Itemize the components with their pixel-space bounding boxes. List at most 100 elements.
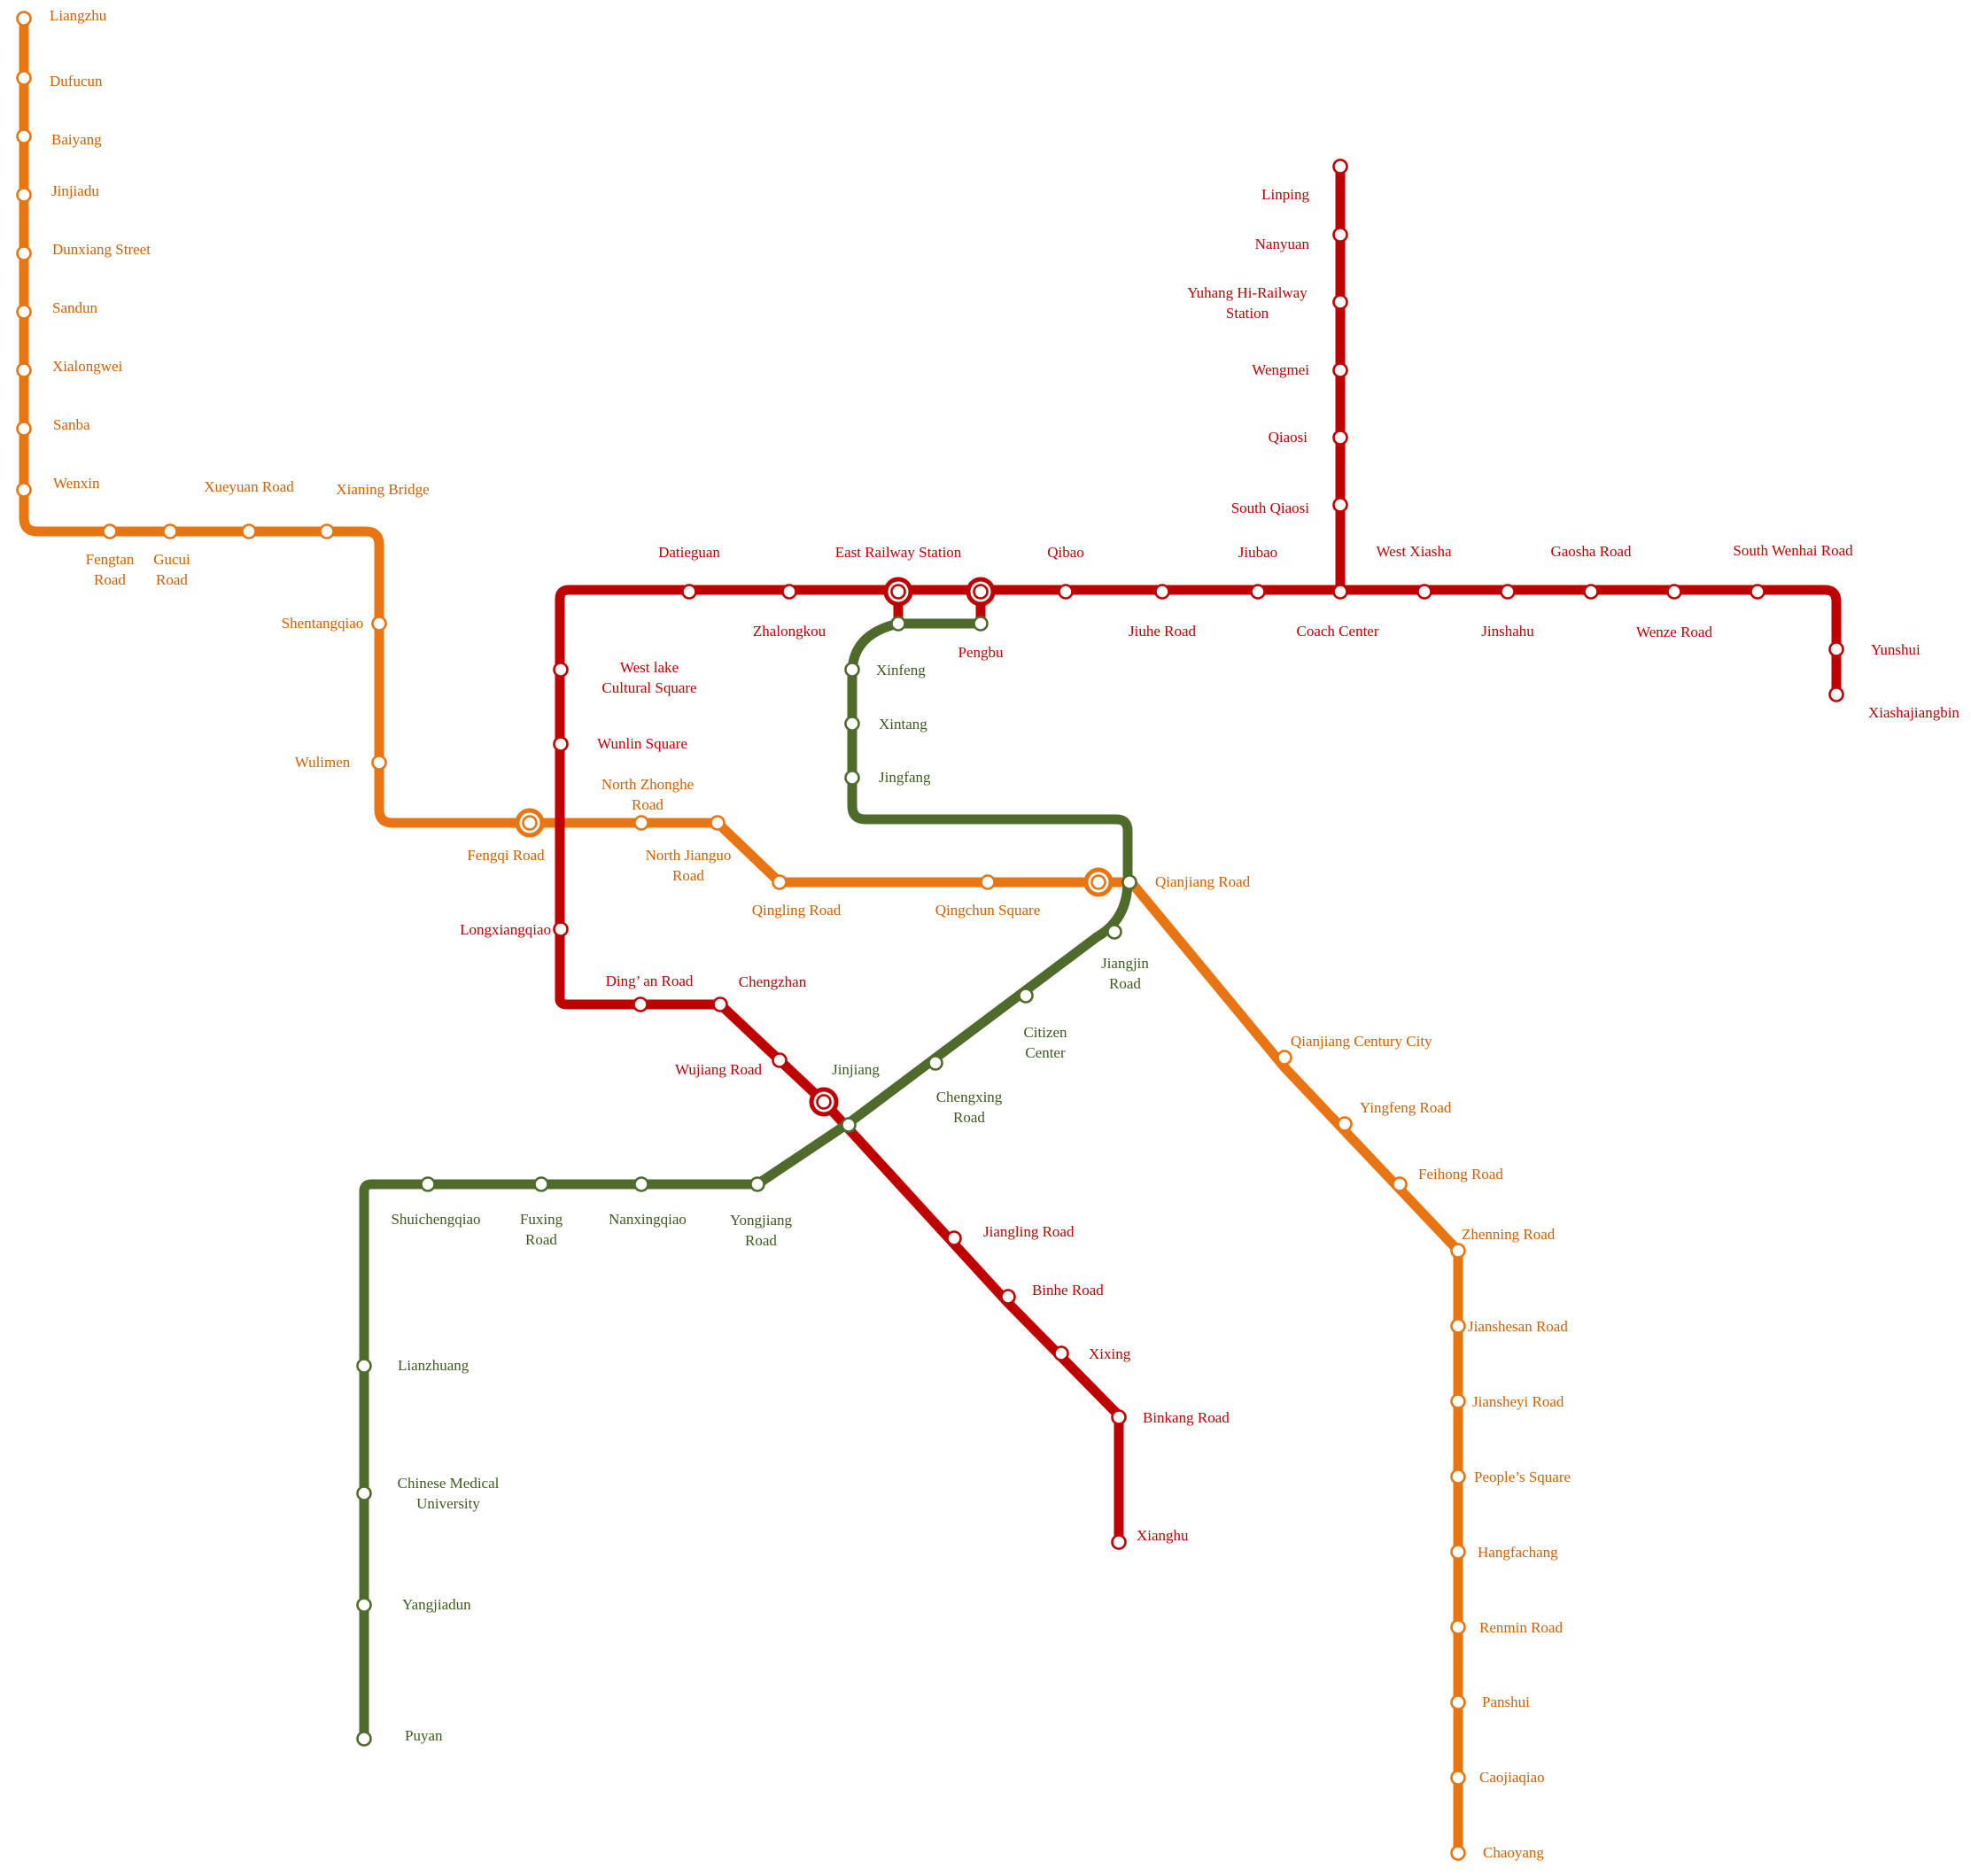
station-marker-binhe[interactable]: [1000, 1289, 1016, 1305]
station-marker-jiuhe[interactable]: [1154, 584, 1170, 600]
station-marker-qianjiang_green[interactable]: [1121, 874, 1137, 890]
station-marker-yunshui[interactable]: [1828, 641, 1844, 657]
station-marker-liangzhu[interactable]: [16, 11, 32, 27]
station-marker-dingan[interactable]: [632, 996, 648, 1012]
station-label-line: Yongjiang: [730, 1212, 793, 1229]
station-marker-jiangling[interactable]: [946, 1230, 962, 1246]
station-marker-wulimen[interactable]: [371, 755, 387, 771]
station-marker-xinfeng[interactable]: [844, 662, 860, 678]
station-marker-jiubao[interactable]: [1250, 584, 1266, 600]
station-marker-jinjiang[interactable]: [841, 1117, 857, 1133]
station-marker-coach_center[interactable]: [1332, 584, 1348, 600]
station-marker-nanxingqiao[interactable]: [633, 1176, 649, 1192]
station-label-jingfang: Jingfang: [879, 769, 931, 786]
station-label-binhe: Binhe Road: [1032, 1282, 1104, 1298]
station-marker-xianing[interactable]: [319, 523, 335, 539]
station-label-line: Xiashajiangbin: [1868, 704, 1959, 721]
station-label-line: Yingfeng Road: [1360, 1099, 1452, 1116]
station-marker-north_zhonghe[interactable]: [633, 815, 649, 831]
station-label-line: Panshui: [1482, 1694, 1530, 1710]
station-marker-qianjiang_century[interactable]: [1276, 1050, 1292, 1066]
station-marker-gaosha[interactable]: [1583, 584, 1599, 600]
station-marker-xueyuan[interactable]: [241, 523, 257, 539]
station-label-jiuhe: Jiuhe Road: [1129, 623, 1197, 640]
station-marker-zhalongkou[interactable]: [781, 584, 797, 600]
station-marker-jinjiadu[interactable]: [16, 187, 32, 203]
station-marker-chengzhan[interactable]: [712, 996, 728, 1012]
station-marker-jinshahu[interactable]: [1500, 584, 1516, 600]
station-marker-renmin[interactable]: [1450, 1619, 1466, 1635]
station-marker-qingling[interactable]: [772, 874, 788, 890]
station-marker-puyan[interactable]: [356, 1731, 372, 1747]
station-marker-jianshesan[interactable]: [1450, 1318, 1466, 1334]
station-marker-caojiaqiao[interactable]: [1450, 1770, 1466, 1786]
station-marker-yuhang[interactable]: [1332, 294, 1348, 310]
station-label-jiangling: Jiangling Road: [983, 1223, 1075, 1240]
station-marker-qingchun[interactable]: [980, 874, 996, 890]
station-marker-jiangjin[interactable]: [1106, 924, 1122, 940]
station-marker-longxiangqiao[interactable]: [553, 921, 569, 937]
station-marker-west_xiasha[interactable]: [1416, 584, 1432, 600]
station-marker-wujiang[interactable]: [772, 1052, 788, 1068]
station-marker-wengmei[interactable]: [1332, 362, 1348, 378]
station-marker-west_lake[interactable]: [553, 662, 569, 678]
station-marker-wenze[interactable]: [1666, 584, 1682, 600]
station-marker-dufucun[interactable]: [16, 70, 32, 86]
station-marker-citizen_center[interactable]: [1018, 988, 1034, 1004]
station-marker-qibao[interactable]: [1058, 584, 1074, 600]
station-marker-chaoyang[interactable]: [1450, 1845, 1466, 1861]
station-marker-jinjiang_red[interactable]: [816, 1094, 832, 1110]
station-marker-xianghu[interactable]: [1111, 1534, 1127, 1550]
station-marker-baiyang[interactable]: [16, 128, 32, 144]
station-marker-dunxiang[interactable]: [16, 245, 32, 261]
station-marker-south_qiaosi[interactable]: [1332, 497, 1348, 513]
station-marker-fengtan[interactable]: [102, 523, 118, 539]
station-label-line: Fuxing: [520, 1211, 563, 1228]
station-marker-north_jianguo[interactable]: [710, 815, 726, 831]
station-marker-pengbu[interactable]: [973, 584, 989, 600]
station-marker-shuichengqiao[interactable]: [420, 1176, 436, 1192]
station-marker-peoples_square[interactable]: [1450, 1469, 1466, 1485]
station-marker-zhenning[interactable]: [1450, 1243, 1466, 1259]
station-marker-xiashajiangbin[interactable]: [1828, 686, 1844, 702]
station-marker-sandun[interactable]: [16, 304, 32, 320]
station-marker-panshui[interactable]: [1450, 1694, 1466, 1710]
station-marker-xinfeng_top[interactable]: [890, 616, 906, 632]
station-marker-chengxing[interactable]: [927, 1055, 943, 1071]
station-marker-xixing[interactable]: [1053, 1345, 1069, 1361]
station-marker-qianjiang_road[interactable]: [1090, 874, 1106, 890]
station-marker-yingfeng[interactable]: [1337, 1116, 1353, 1132]
station-marker-shentangqiao[interactable]: [371, 616, 387, 632]
station-marker-fengqi[interactable]: [522, 815, 538, 831]
station-marker-sanba[interactable]: [16, 421, 32, 437]
station-marker-lianzhuang[interactable]: [356, 1358, 372, 1374]
station-marker-yangjiadun[interactable]: [356, 1597, 372, 1613]
station-marker-datieguan[interactable]: [681, 584, 697, 600]
station-marker-jiansheyi[interactable]: [1450, 1393, 1466, 1409]
station-marker-linping[interactable]: [1332, 159, 1348, 174]
station-marker-binkang[interactable]: [1111, 1409, 1127, 1425]
station-marker-pengbu_green[interactable]: [973, 616, 989, 632]
station-marker-south_wenhai[interactable]: [1750, 584, 1765, 600]
station-marker-east_railway[interactable]: [890, 584, 906, 600]
station-marker-wulin[interactable]: [553, 736, 569, 752]
station-marker-yongjiang[interactable]: [749, 1176, 765, 1192]
station-marker-qiaosi[interactable]: [1332, 430, 1348, 446]
station-label-wulin: Wunlin Square: [597, 735, 687, 752]
station-marker-fuxing[interactable]: [533, 1176, 549, 1192]
station-marker-gucui[interactable]: [162, 523, 178, 539]
station-label-line: South Qiaosi: [1231, 500, 1310, 516]
station-marker-xintang[interactable]: [844, 716, 860, 732]
station-marker-chinese_medical[interactable]: [356, 1485, 372, 1501]
station-marker-wenxin[interactable]: [16, 482, 32, 498]
station-label-xialongwei: Xialongwei: [52, 358, 123, 375]
station-marker-jingfang[interactable]: [844, 770, 860, 786]
station-marker-nanyuan[interactable]: [1332, 227, 1348, 243]
station-marker-hangfachang[interactable]: [1450, 1544, 1466, 1560]
station-label-xiashajiangbin: Xiashajiangbin: [1868, 704, 1959, 721]
station-marker-feihong[interactable]: [1392, 1176, 1408, 1192]
station-marker-xialongwei[interactable]: [16, 362, 32, 378]
